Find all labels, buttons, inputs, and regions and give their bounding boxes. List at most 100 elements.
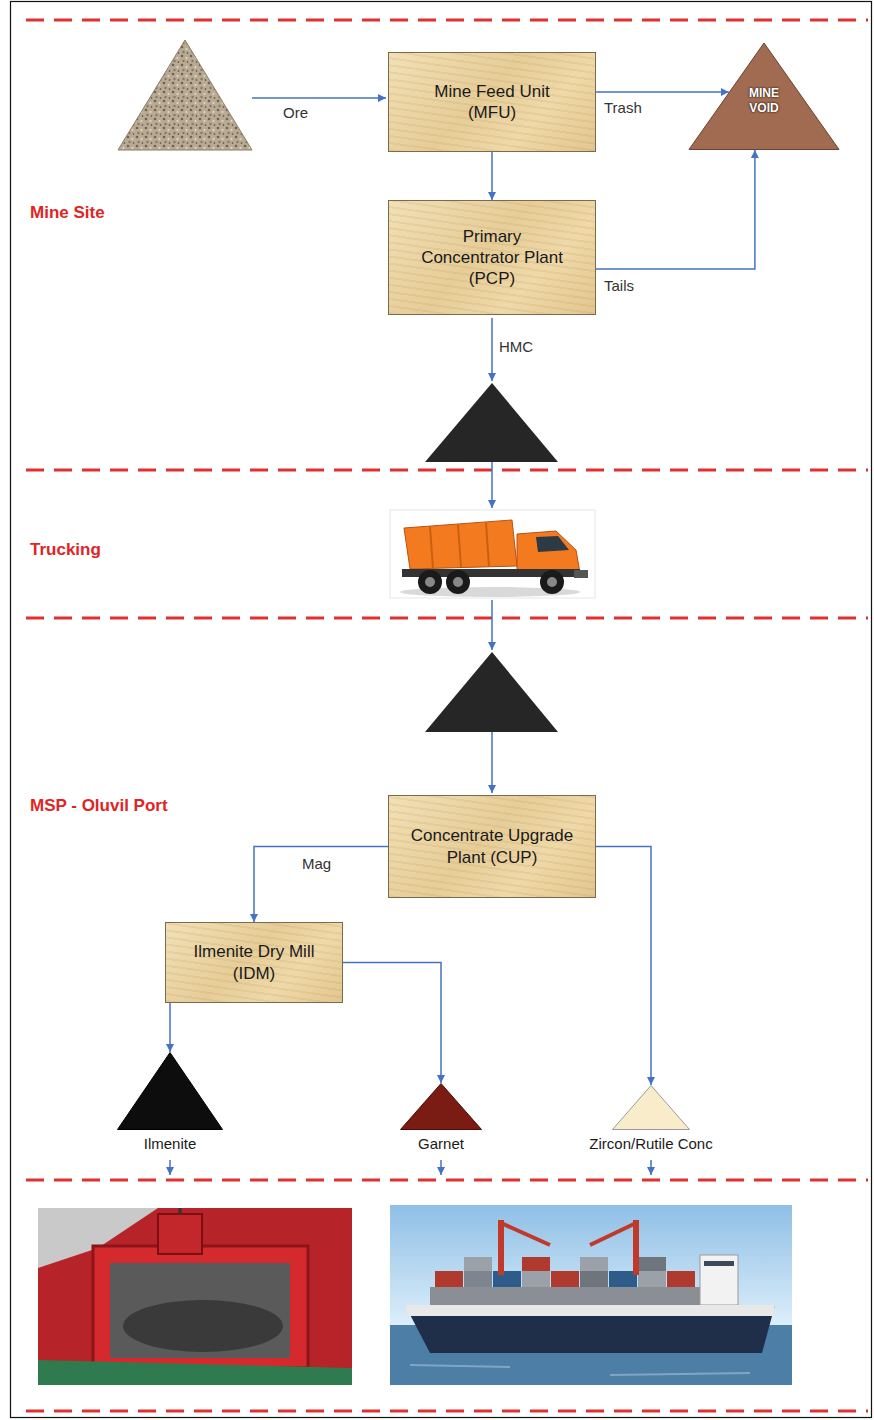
section-dividers	[26, 20, 868, 1411]
product-stockpile: Garnet	[381, 1083, 501, 1153]
container	[493, 1271, 521, 1287]
process-box: Primary Concentrator Plant (PCP)	[388, 200, 596, 315]
truck-body-rib	[486, 523, 489, 567]
section-label: Trucking	[30, 540, 101, 560]
flow-label: HMC	[499, 338, 533, 355]
stockpile-shape	[612, 1085, 690, 1130]
truck-wheel	[540, 570, 564, 594]
box-label-line: Ilmenite Dry Mill (IDM)	[179, 941, 329, 984]
mine-void-pile: MINE VOID	[688, 42, 840, 150]
flow-label: Mag	[300, 855, 333, 872]
flow-label: Trash	[602, 99, 644, 116]
container-ship-photo	[390, 1205, 792, 1385]
box-label: Primary Concentrator Plant (PCP)	[412, 226, 572, 290]
container	[551, 1271, 579, 1287]
stockpile-label: Zircon/Rutile Conc	[561, 1135, 741, 1153]
container	[667, 1271, 695, 1287]
flow-arrows	[170, 98, 651, 1175]
container	[580, 1271, 608, 1287]
flow-connector	[596, 847, 651, 1086]
container	[435, 1271, 463, 1287]
ship-crane	[498, 1220, 504, 1275]
section-divider	[26, 19, 868, 22]
container	[638, 1271, 666, 1287]
stockpile-triangle	[613, 1086, 690, 1130]
section-divider	[26, 1179, 868, 1182]
box-label: Concentrate Upgrade Plant (CUP)	[405, 825, 580, 868]
truck-photo-ground	[390, 510, 595, 598]
hmc-stockpile	[425, 383, 558, 462]
truck-hub	[453, 577, 463, 587]
product-stockpile: Zircon/Rutile Conc	[561, 1085, 741, 1153]
truck-hub	[425, 577, 435, 587]
hatch-coaming	[93, 1246, 308, 1368]
section-divider	[26, 469, 868, 472]
flow-arrow	[169, 1160, 171, 1175]
container	[522, 1257, 550, 1271]
section-divider	[26, 1410, 868, 1413]
truck-body-rib	[458, 525, 461, 567]
wave	[410, 1365, 510, 1367]
mine-void-label: MINE VOID	[688, 86, 840, 116]
flow-connector	[343, 963, 441, 1084]
flow-arrow	[440, 1160, 442, 1175]
crane-boom	[501, 1223, 550, 1245]
flow-label: Tails	[602, 277, 636, 294]
box-label-line: Mine Feed Unit (MFU)	[422, 81, 562, 124]
container	[638, 1257, 666, 1271]
box-label: Mine Feed Unit (MFU)	[422, 81, 562, 124]
stockpile-shape	[400, 1083, 482, 1130]
flow-connector	[596, 150, 755, 269]
crane-cable	[179, 1208, 182, 1214]
wave	[610, 1373, 750, 1375]
stockpile-name: Ilmenite	[100, 1135, 240, 1153]
crane-boom	[590, 1223, 636, 1245]
ore-stockpile	[118, 40, 252, 150]
process-box: Mine Feed Unit (MFU)	[388, 52, 596, 152]
stockpile-label: Garnet	[381, 1135, 501, 1153]
flow-arrow	[491, 732, 493, 793]
hold-opening	[110, 1263, 290, 1358]
truck-hub	[547, 577, 557, 587]
process-box: Ilmenite Dry Mill (IDM)	[165, 922, 343, 1003]
flow-connector	[491, 152, 493, 200]
container	[609, 1271, 637, 1287]
truck-body-rib	[430, 527, 433, 568]
ship-hold-photo	[38, 1208, 352, 1385]
process-box: Concentrate Upgrade Plant (CUP)	[388, 795, 596, 898]
truck-bumper	[574, 570, 588, 578]
stockpile-label: Ilmenite	[100, 1135, 240, 1153]
crane-grab	[158, 1214, 202, 1254]
truck-dump-body	[404, 520, 517, 569]
truck-cab	[517, 531, 580, 573]
flow-arrow	[491, 462, 493, 508]
container	[522, 1271, 550, 1287]
hull-band	[405, 1305, 775, 1316]
hold-deck	[38, 1208, 352, 1385]
bridge-windows	[704, 1261, 734, 1266]
sky	[390, 1205, 792, 1325]
ship-bridge	[700, 1255, 738, 1305]
ship-crane	[633, 1220, 639, 1275]
container	[464, 1271, 492, 1287]
deck-walkway	[38, 1360, 352, 1385]
flow-connector	[254, 847, 388, 923]
mine-void-triangle	[689, 43, 839, 150]
flow-arrow	[491, 318, 493, 381]
dump-truck-illustration	[390, 510, 595, 598]
section-label: MSP - Oluvil Port	[30, 796, 168, 816]
box-label: Ilmenite Dry Mill (IDM)	[179, 941, 329, 984]
hmc-stockpile	[425, 652, 558, 732]
container-row	[430, 1287, 720, 1305]
ship-hull	[405, 1305, 775, 1353]
stockpile-name: Zircon/Rutile Conc	[561, 1135, 741, 1153]
product-stockpile: Ilmenite	[100, 1052, 240, 1153]
truck-wheel	[446, 570, 470, 594]
flow-connector	[169, 1003, 171, 1052]
stockpile-triangle	[401, 1084, 482, 1130]
mine-void-text: MINE VOID	[737, 86, 791, 116]
frame-border	[11, 2, 872, 1418]
stockpile-triangle	[118, 1053, 223, 1130]
ilmenite-cargo	[123, 1300, 283, 1352]
